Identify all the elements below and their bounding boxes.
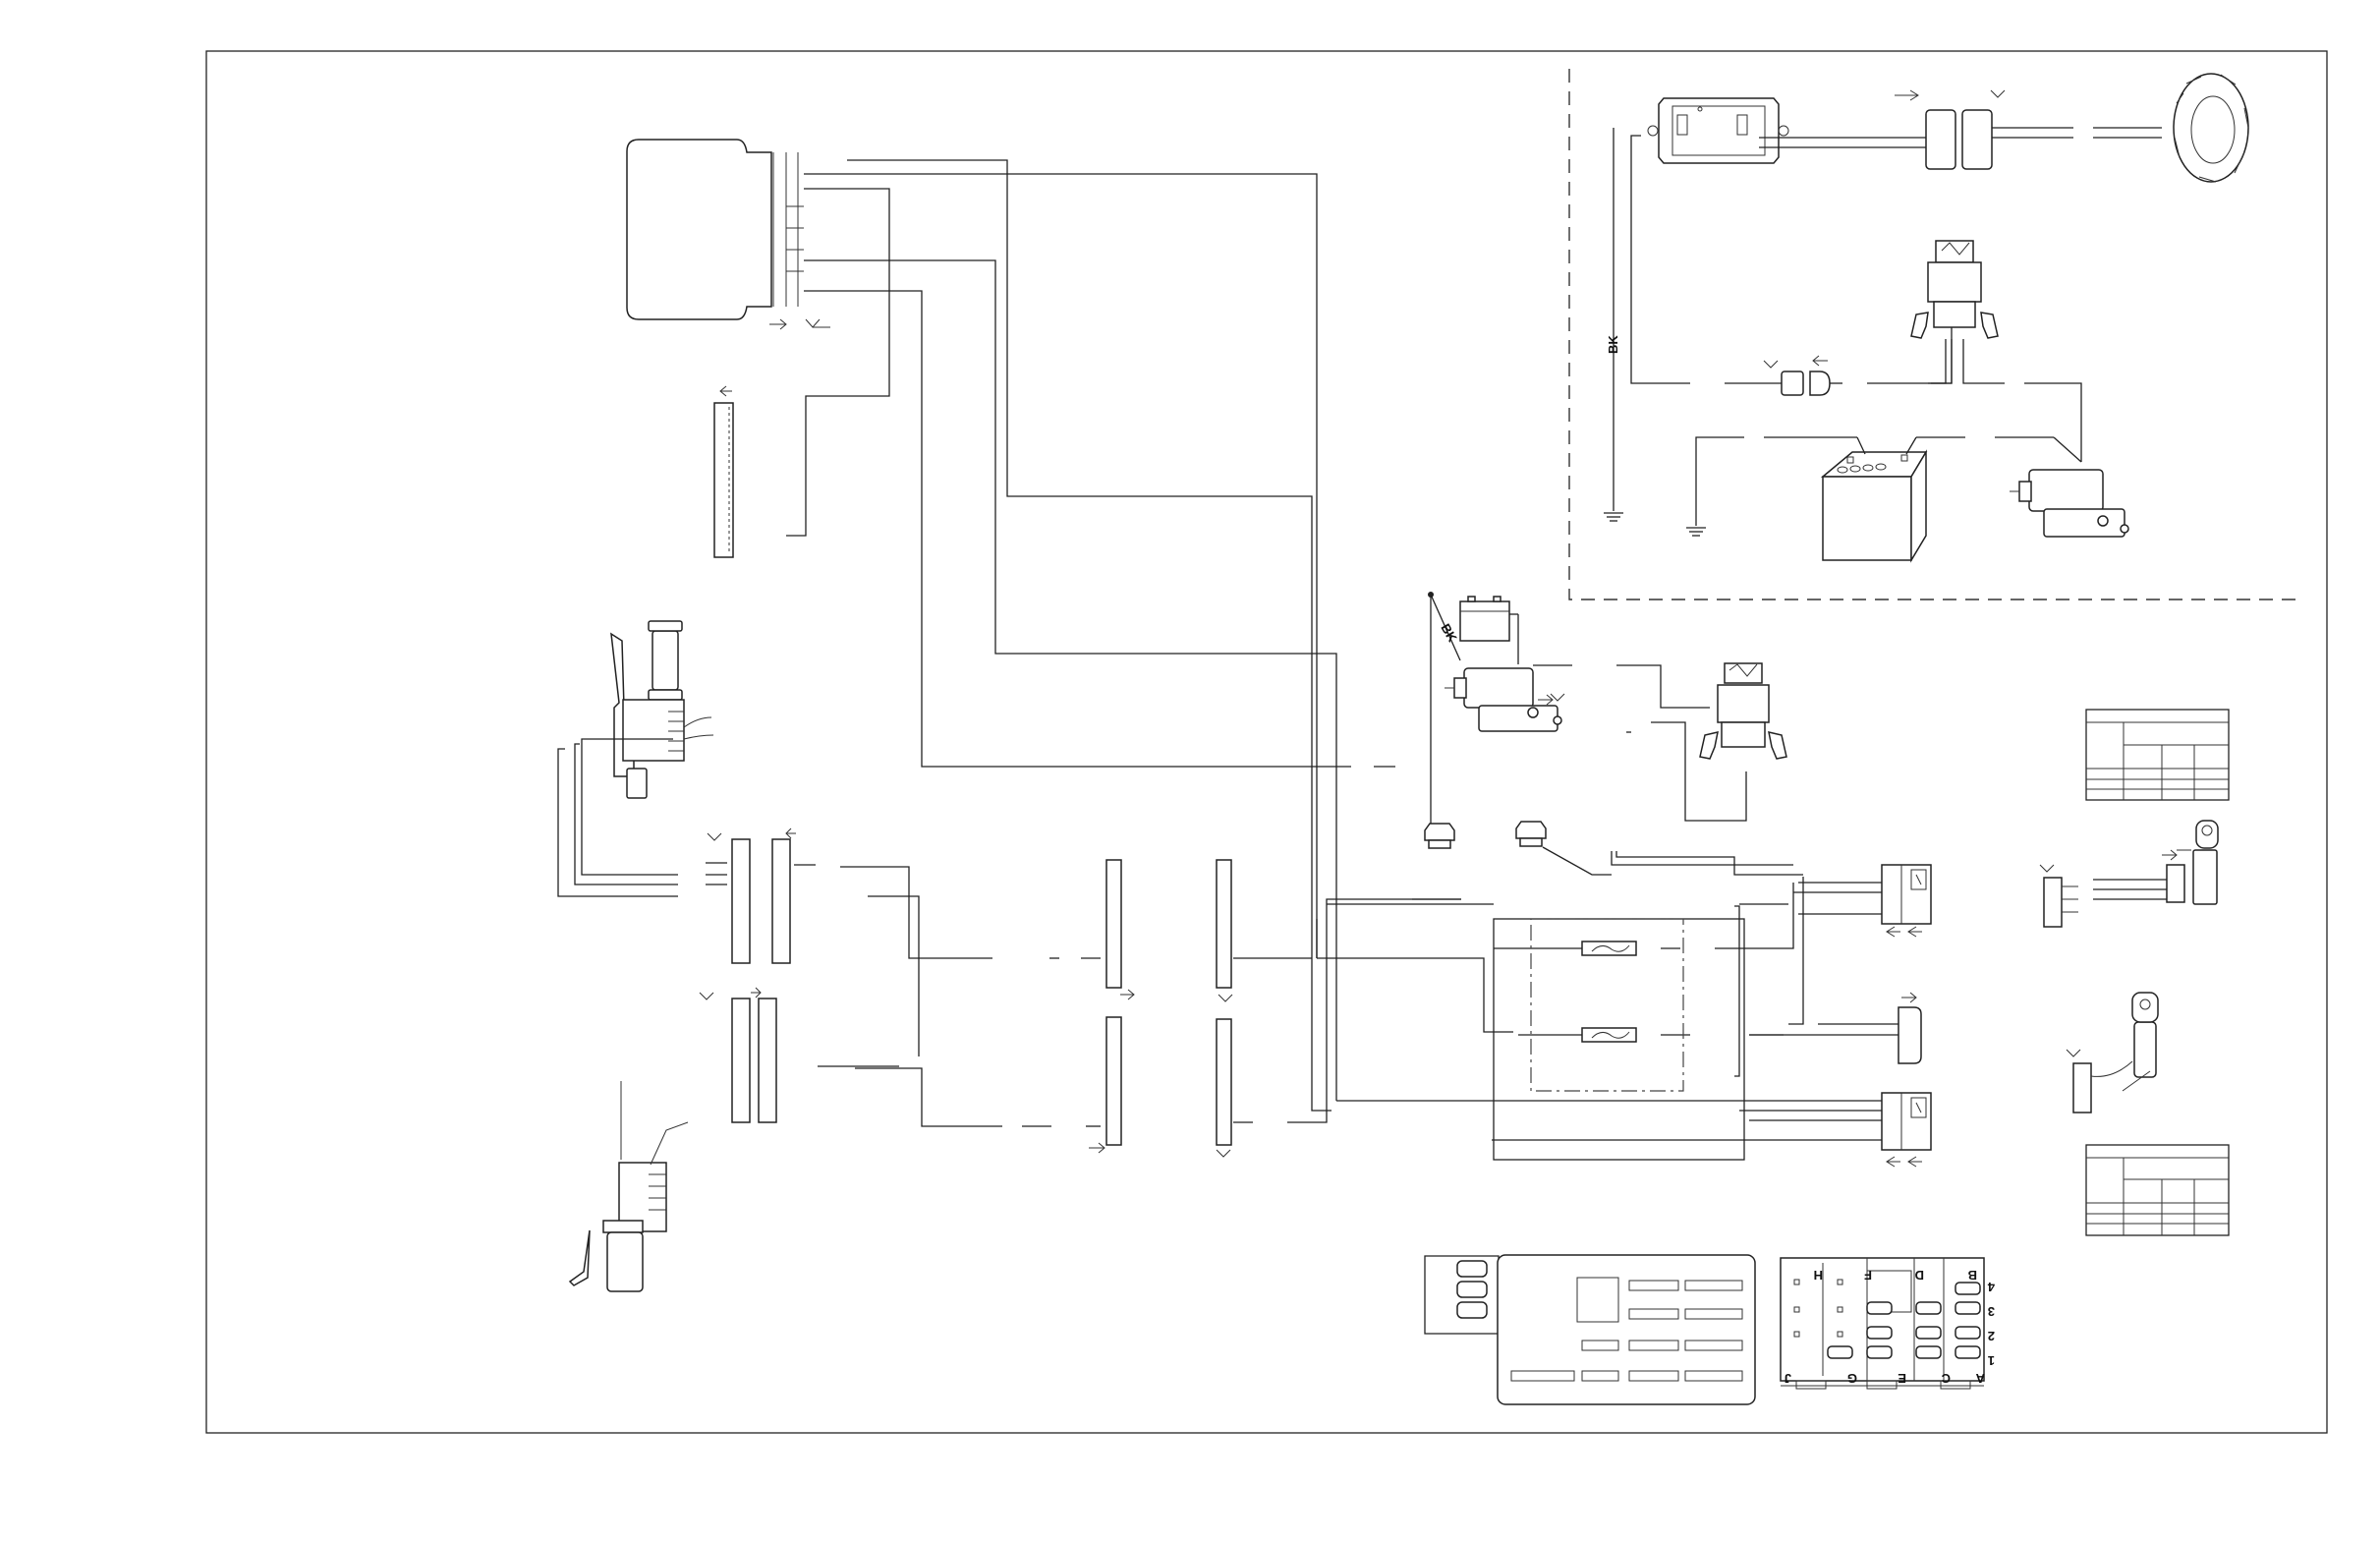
- fuse-block: [1530, 918, 1684, 1092]
- sensor-right: [1515, 821, 1612, 876]
- regulator-rectifier: [1647, 97, 1789, 164]
- terminal-connector-block: H F D B 4 3 2 1 J G E C A: [1780, 1257, 1995, 1390]
- instrument-panel-key: [1424, 1254, 1756, 1405]
- terminal-1: 1: [1988, 1353, 1995, 1368]
- terminal-d: D: [1915, 1268, 1924, 1283]
- instrument-cluster: [626, 139, 830, 330]
- inset-ground: BK: [1604, 128, 1744, 537]
- stator-connector: [1759, 89, 2162, 170]
- connector-strip-upper: [713, 385, 734, 558]
- connector-pair-upper: [707, 828, 796, 964]
- relay-connector-lower: [1828, 1092, 1932, 1168]
- kill-switch: [2066, 992, 2159, 1113]
- inset-battery: [1764, 436, 1965, 563]
- connector-strips-center: [1089, 859, 1233, 1158]
- terminal-h: H: [1814, 1268, 1823, 1283]
- sensor-left: [1424, 816, 1455, 849]
- diagram-frame: [205, 50, 2328, 1434]
- wire-label-bk-ground: BK: [1606, 335, 1620, 354]
- starter-motor-center: [1445, 667, 1565, 732]
- wire-harness: [557, 159, 1842, 1161]
- terminal-2: 2: [1988, 1329, 1995, 1343]
- left-handlebar-switch: [610, 620, 714, 799]
- ignition-switch: [2039, 820, 2219, 928]
- terminal-c: C: [1941, 1371, 1951, 1386]
- starter-relay-center: [1699, 662, 1787, 760]
- inset-connector: [1630, 135, 2082, 462]
- terminal-3: 3: [1988, 1304, 1995, 1319]
- connector-pair-lower: [699, 987, 777, 1123]
- wire-label-bk-battery: BK: [1438, 621, 1460, 645]
- terminal-j: J: [1785, 1371, 1791, 1386]
- terminal-4: 4: [1987, 1280, 1995, 1294]
- relay-connector-upper: [1823, 864, 1932, 938]
- right-handlebar-switch: [568, 1081, 689, 1292]
- inset-starter-relay: [1910, 240, 1999, 339]
- terminal-b: B: [1968, 1268, 1977, 1283]
- inset-box: [1568, 69, 2304, 600]
- terminal-a: A: [1975, 1371, 1985, 1386]
- terminal-g: G: [1847, 1371, 1857, 1386]
- switch-table-upper: [2085, 709, 2230, 801]
- alternator-stator: [2173, 73, 2249, 183]
- terminal-f: F: [1864, 1268, 1872, 1283]
- switch-table-lower: [2085, 1144, 2230, 1236]
- inset-starter-motor: [1995, 436, 2129, 538]
- terminal-e: E: [1898, 1371, 1906, 1386]
- lamp-connector: [1818, 992, 1922, 1064]
